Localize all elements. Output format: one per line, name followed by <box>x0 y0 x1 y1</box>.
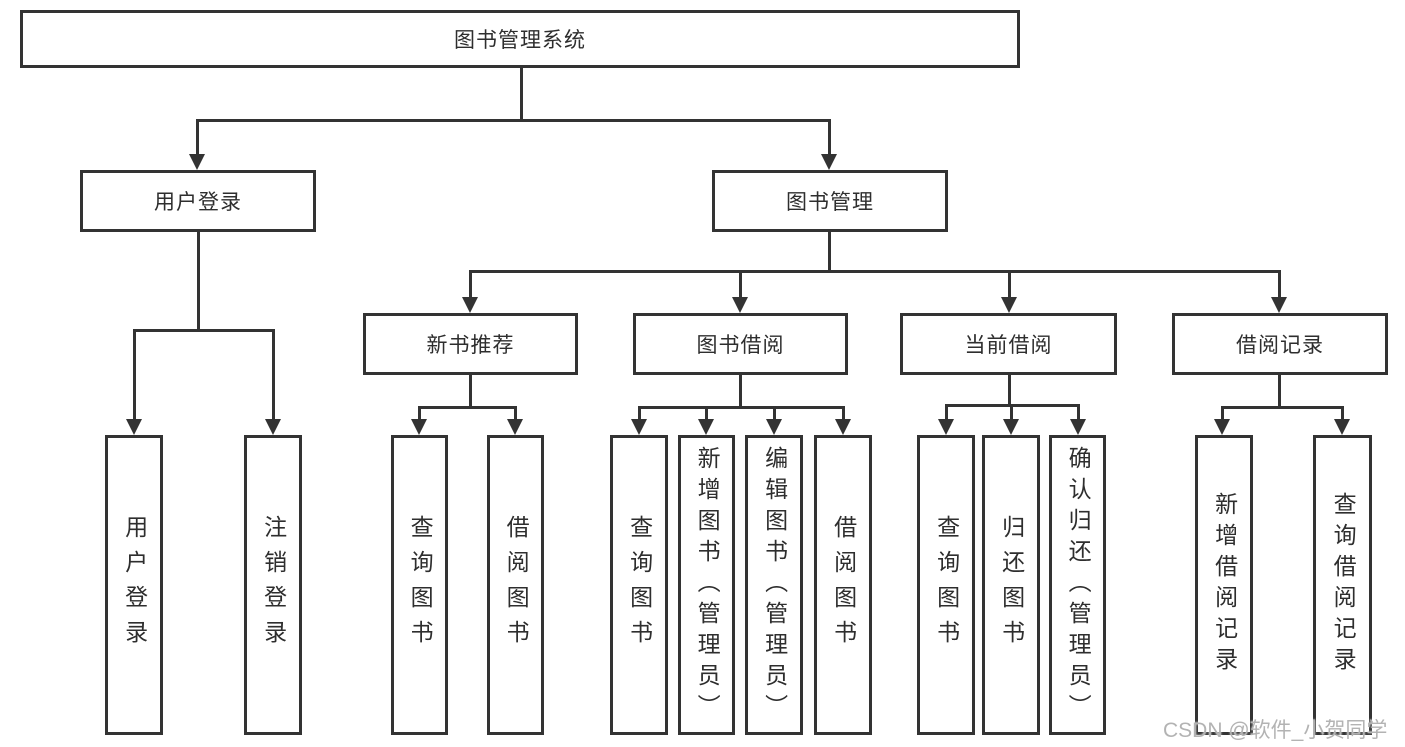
connector-user-rail <box>133 329 275 332</box>
leaf-label: 查询借阅记录 <box>1330 492 1357 678</box>
arrow-down-borrowing-add <box>698 406 714 435</box>
node-leaf-records-add-record: 新增借阅记录 <box>1195 435 1253 735</box>
connector-user-stem <box>197 232 200 331</box>
arrow-down-to-user-login <box>126 329 142 435</box>
leaf-label: 查询图书 <box>933 515 960 655</box>
arrow-down-borrowing-edit <box>766 406 782 435</box>
connector-recommend-rail <box>418 406 517 409</box>
connector-root-rail <box>196 119 831 122</box>
leaf-label: 借阅图书 <box>503 515 530 655</box>
node-leaf-user-login: 用户登录 <box>105 435 163 735</box>
node-leaf-logout: 注销登录 <box>244 435 302 735</box>
node-book-branch-label: 图书管理 <box>786 191 874 214</box>
node-leaf-borrowing-add-books-admin: 新增图书（管理员） <box>678 435 735 735</box>
arrow-down-to-book-branch <box>821 119 837 170</box>
node-book-branch: 图书管理 <box>712 170 948 232</box>
connector-book-rail <box>469 270 1281 273</box>
arrow-down-to-logout <box>265 329 281 435</box>
connector-borrowing-rail <box>638 406 845 409</box>
node-root: 图书管理系统 <box>20 10 1020 68</box>
node-leaf-records-query-record: 查询借阅记录 <box>1313 435 1372 735</box>
connector-records-stem <box>1278 375 1281 408</box>
node-current: 当前借阅 <box>900 313 1117 375</box>
leaf-label: 新增借阅记录 <box>1211 492 1238 678</box>
arrow-down-to-user-branch <box>189 119 205 170</box>
leaf-label: 编辑图书（管理员） <box>761 445 788 725</box>
arrow-down-records-query <box>1334 406 1350 435</box>
leaf-label: 注销登录 <box>260 515 287 655</box>
connector-borrowing-stem <box>739 375 742 408</box>
connector-root-stem <box>520 68 523 120</box>
leaf-label: 用户登录 <box>121 515 148 655</box>
node-records-label: 借阅记录 <box>1236 334 1324 357</box>
node-leaf-borrowing-query-books: 查询图书 <box>610 435 668 735</box>
arrow-down-to-current <box>1001 270 1017 313</box>
node-records: 借阅记录 <box>1172 313 1388 375</box>
node-borrowing-label: 图书借阅 <box>696 334 785 357</box>
node-recommend-label: 新书推荐 <box>426 334 515 357</box>
node-leaf-current-confirm-return-admin: 确认归还（管理员） <box>1049 435 1106 735</box>
arrow-down-recommend-query <box>411 406 427 435</box>
arrow-down-to-recommend <box>462 270 478 313</box>
arrow-down-records-add <box>1214 406 1230 435</box>
node-leaf-recommend-borrow-books: 借阅图书 <box>487 435 544 735</box>
arrow-down-borrowing-borrow <box>835 406 851 435</box>
leaf-label: 确认归还（管理员） <box>1065 445 1092 725</box>
leaf-label: 新增图书（管理员） <box>694 445 721 725</box>
node-current-label: 当前借阅 <box>964 334 1053 357</box>
node-root-label: 图书管理系统 <box>454 29 586 52</box>
connector-current-stem <box>1008 375 1011 406</box>
leaf-label: 归还图书 <box>998 515 1025 655</box>
leaf-label: 查询图书 <box>626 515 653 655</box>
csdn-watermark: CSDN @软件_小贺同学 <box>1163 719 1388 742</box>
node-leaf-borrowing-borrow-books: 借阅图书 <box>814 435 872 735</box>
leaf-label: 借阅图书 <box>830 515 857 655</box>
connector-records-rail <box>1221 406 1344 409</box>
node-borrowing: 图书借阅 <box>633 313 848 375</box>
leaf-label: 查询图书 <box>407 515 434 655</box>
connector-recommend-stem <box>469 375 472 408</box>
arrow-down-current-return <box>1003 404 1019 435</box>
arrow-down-current-confirm <box>1070 404 1086 435</box>
arrow-down-borrowing-query <box>631 406 647 435</box>
arrow-down-current-query <box>938 404 954 435</box>
node-recommend: 新书推荐 <box>363 313 578 375</box>
node-leaf-current-query-books: 查询图书 <box>917 435 975 735</box>
node-user-branch: 用户登录 <box>80 170 316 232</box>
node-leaf-borrowing-edit-books-admin: 编辑图书（管理员） <box>745 435 803 735</box>
node-user-branch-label: 用户登录 <box>154 191 242 214</box>
node-leaf-recommend-query-books: 查询图书 <box>391 435 448 735</box>
arrow-down-to-borrowing <box>732 270 748 313</box>
connector-book-stem <box>828 232 831 272</box>
node-leaf-current-return-books: 归还图书 <box>982 435 1040 735</box>
arrow-down-recommend-borrow <box>507 406 523 435</box>
arrow-down-to-records <box>1271 270 1287 313</box>
